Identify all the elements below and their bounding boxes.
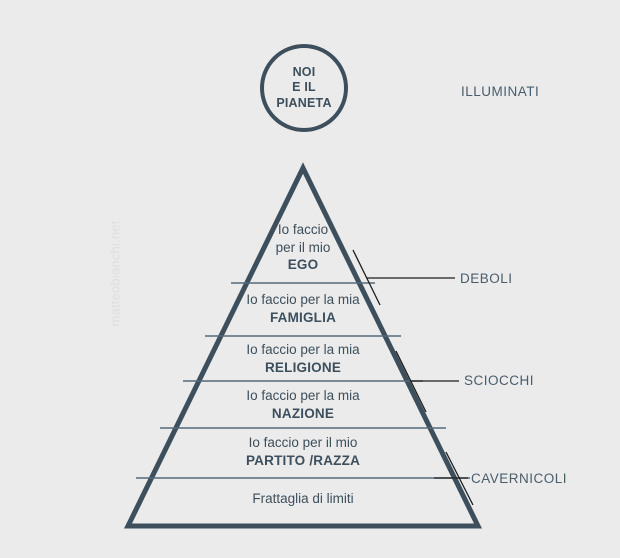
- tier-1-bold: EGO: [287, 257, 319, 273]
- tier-3-lead: Io faccio per la mia: [246, 342, 360, 357]
- tier-4-bold: NAZIONE: [271, 405, 335, 421]
- tier-5-bold: PARTITO /RAZZA: [245, 452, 361, 468]
- label-deboli: DEBOLI: [460, 271, 513, 286]
- tier-2-famiglia: Io faccio per la mia FAMIGLIA: [223, 291, 383, 326]
- tier-5-partito-razza: Io faccio per il mio PARTITO /RAZZA: [213, 434, 393, 469]
- tier-5-lead: Io faccio per il mio: [248, 435, 358, 450]
- tier-6-frattaglia: Frattaglia di limiti: [213, 490, 393, 508]
- tier-1-ego: Io faccio per il mio EGO: [223, 221, 383, 274]
- deboli-bracket: [352, 249, 381, 306]
- label-cavernicoli: CAVERNICOLI: [471, 471, 568, 486]
- tier-1-lead-line-2: per il mio: [275, 239, 331, 255]
- top-circle-node: NOI E IL PIANETA: [260, 44, 348, 132]
- tier-6-lead: Frattaglia di limiti: [252, 491, 354, 506]
- watermark: matteobianchi.net: [107, 220, 123, 327]
- label-sciocchi: SCIOCCHI: [464, 373, 535, 388]
- tier-2-lead: Io faccio per la mia: [246, 292, 360, 307]
- tier-3-bold: RELIGIONE: [264, 359, 342, 375]
- label-illuminati: ILLUMINATI: [461, 84, 540, 99]
- tier-4-nazione: Io faccio per la mia NAZIONE: [223, 387, 383, 422]
- tier-2-bold: FAMIGLIA: [269, 309, 337, 325]
- tier-4-lead: Io faccio per la mia: [246, 388, 360, 403]
- tier-3-religione: Io faccio per la mia RELIGIONE: [223, 341, 383, 376]
- tier-1-lead-line-1: Io faccio: [277, 222, 329, 237]
- circle-line-3: PIANETA: [276, 95, 332, 110]
- circle-line-1: NOI: [292, 65, 316, 80]
- pyramid-outline: [123, 162, 483, 529]
- circle-line-2: E IL: [292, 80, 316, 95]
